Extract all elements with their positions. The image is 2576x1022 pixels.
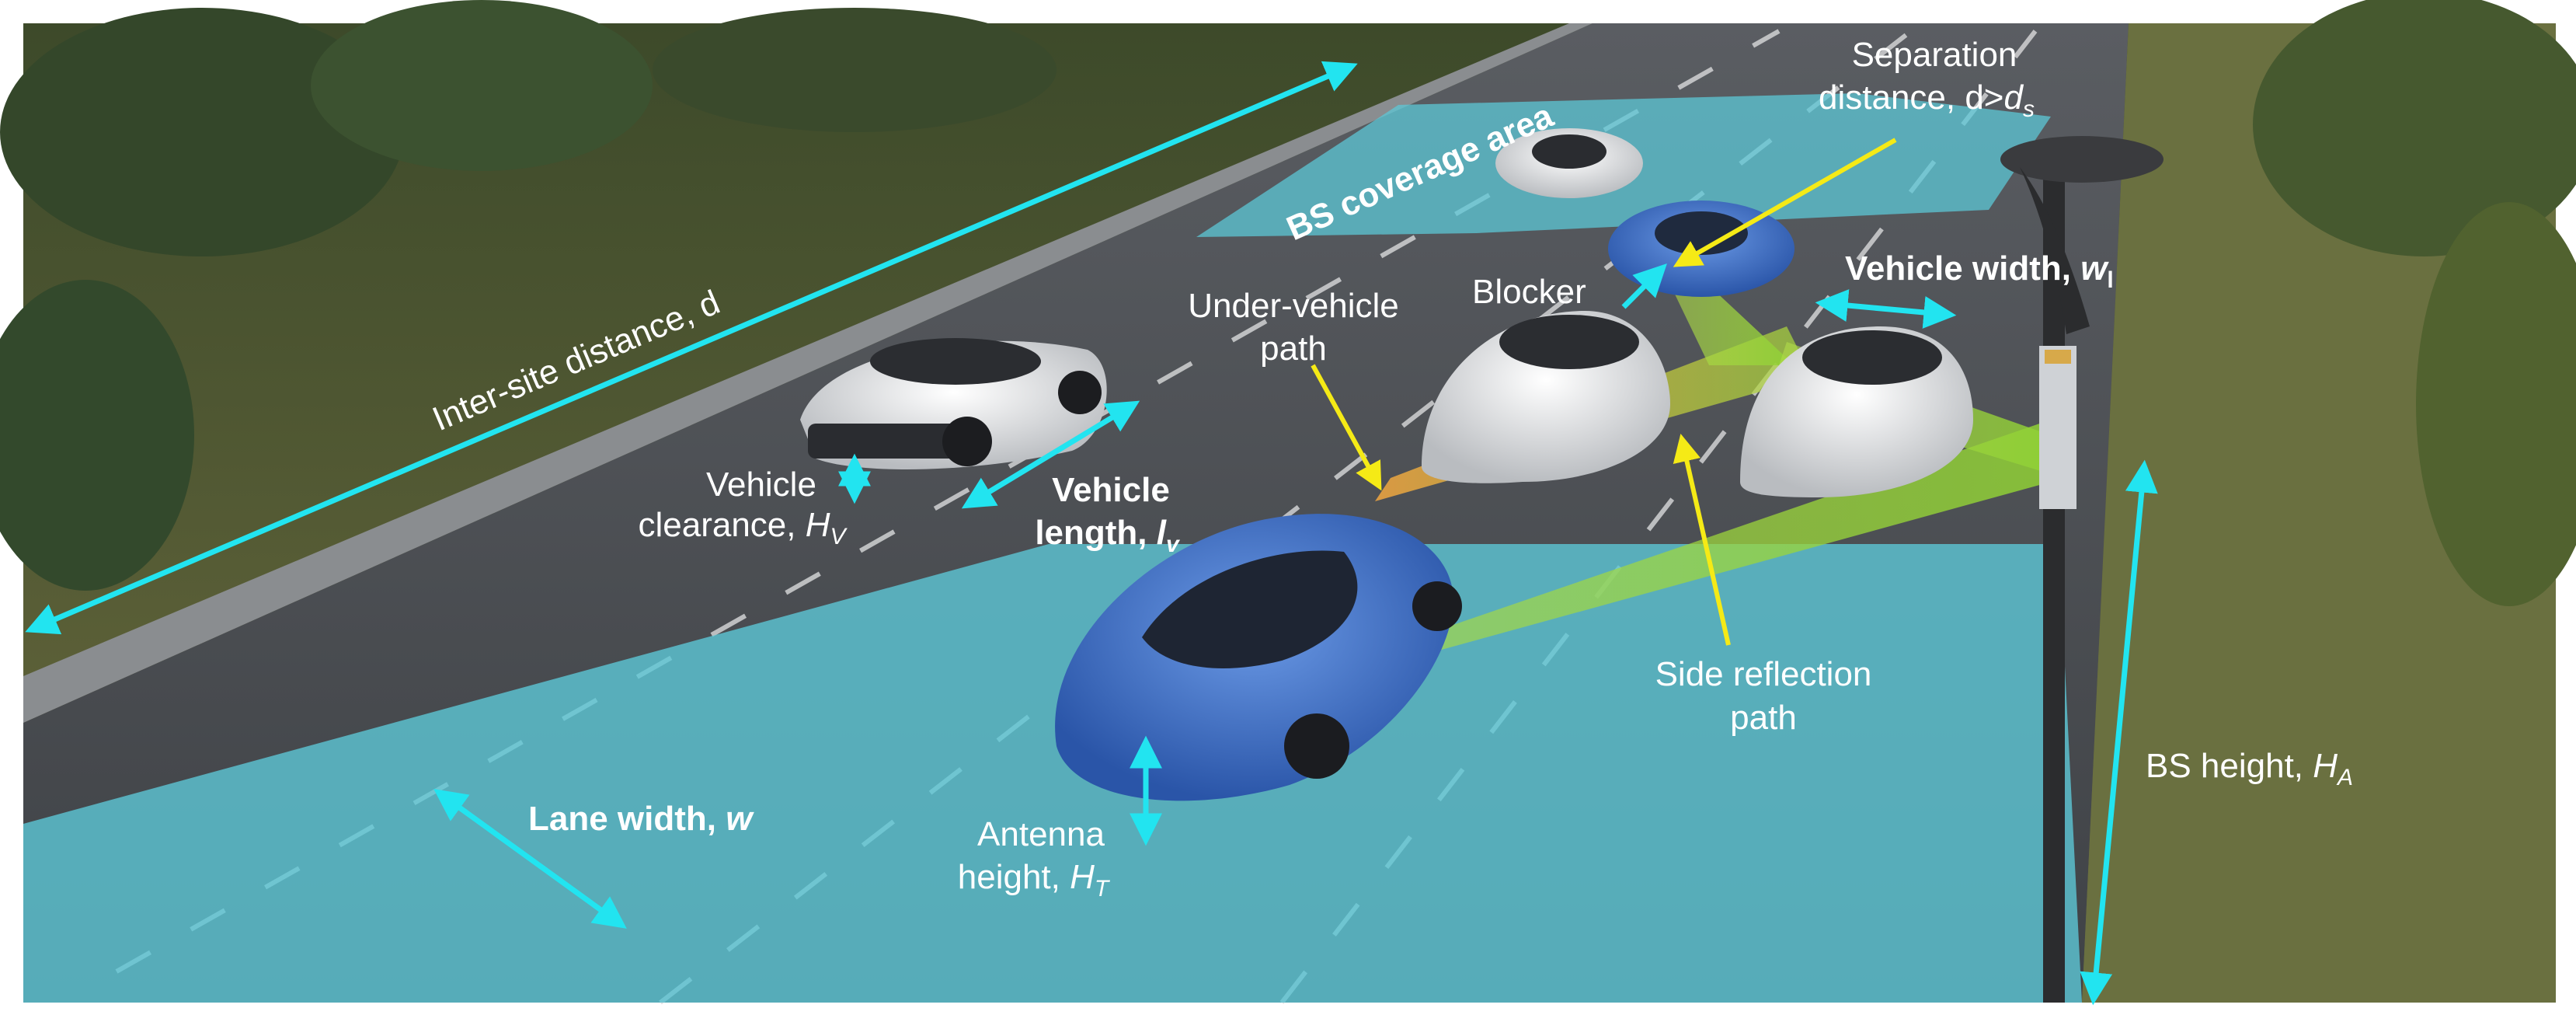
tree-canopy xyxy=(653,8,1057,132)
separation-distance-arrow xyxy=(1621,263,1667,309)
right-white-car xyxy=(1740,326,1973,497)
vehicle-width-label: Vehicle width, wl xyxy=(1845,249,2114,293)
vehicle-length-label-line2: length, lv xyxy=(1035,514,1181,557)
antenna-height-label-line2: height, HT xyxy=(958,858,1111,902)
vehicle-clearance-label: Vehicle xyxy=(706,466,816,504)
side-reflection-callout-arrow xyxy=(1673,433,1731,646)
blocker-label: Blocker xyxy=(1472,273,1586,311)
side-reflection-path-label-line2: path xyxy=(1730,699,1797,737)
tree-canopy xyxy=(2416,202,2576,606)
right-verge xyxy=(2082,23,2556,1003)
lane-width-arrow xyxy=(433,789,627,929)
under-vehicle-path-label: Under-vehicle xyxy=(1188,287,1398,325)
vehicle-width-arrow xyxy=(1815,289,1957,329)
under-vehicle-path-label-line2: path xyxy=(1260,330,1327,368)
vehicle-clearance-label-line2: clearance, HV xyxy=(638,506,848,549)
lane-width-label: Lane width, w xyxy=(528,800,754,838)
tree-canopy xyxy=(2253,0,2576,256)
separation-callout-arrow xyxy=(1673,138,1897,267)
antenna-height-label: Antenna xyxy=(977,815,1105,853)
base-station xyxy=(2000,136,2163,1003)
separation-distance-label-line2: distance, d>ds xyxy=(1819,78,2035,122)
separation-distance-label: Separation xyxy=(1852,36,2017,74)
bs-height-arrow xyxy=(2080,459,2158,1006)
far-white-car xyxy=(1495,128,1643,198)
under-vehicle-callout-arrow xyxy=(1311,364,1382,491)
bs-height-label: BS height, HA xyxy=(2146,747,2353,790)
dimension-arrows xyxy=(25,61,2158,1006)
callout-arrows xyxy=(1311,138,1897,646)
vehicle-length-label: Vehicle xyxy=(1052,471,1170,509)
side-reflection-path-label: Side reflection xyxy=(1655,655,1872,693)
inter-site-distance-arrow xyxy=(25,61,1358,635)
tree-canopy xyxy=(311,0,653,171)
blocker-white-car xyxy=(1422,311,1670,483)
vehicle-length-arrow xyxy=(961,400,1140,509)
